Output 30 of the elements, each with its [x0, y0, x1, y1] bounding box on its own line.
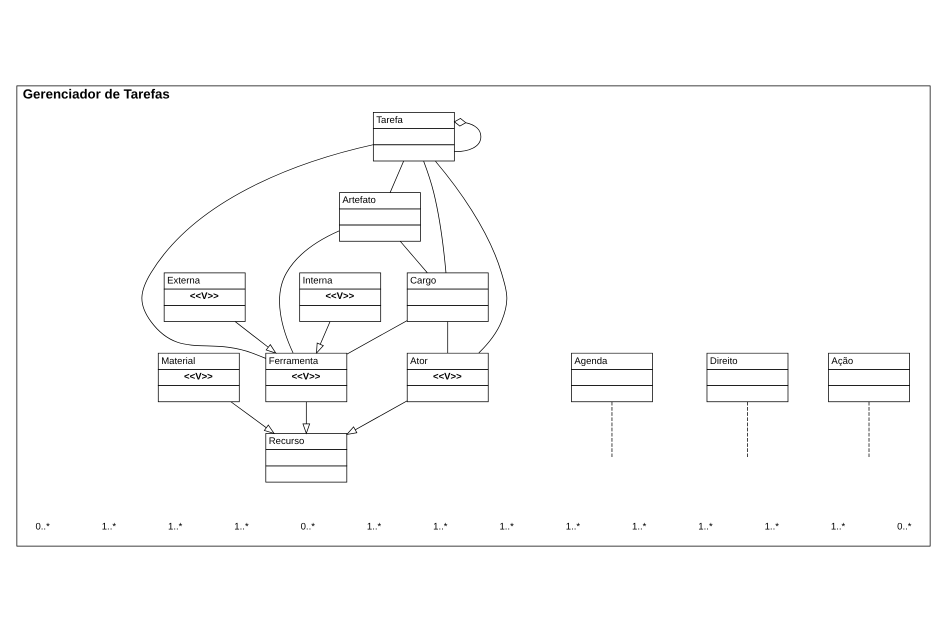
connector — [454, 118, 482, 152]
connector — [747, 402, 748, 458]
arrow — [230, 402, 275, 434]
arrow — [316, 321, 330, 354]
label: 1..* — [168, 522, 182, 533]
label: 1..* — [698, 522, 713, 533]
label: 1..* — [499, 522, 514, 533]
connector — [447, 321, 448, 354]
label: 1..* — [234, 522, 249, 533]
label: 1..* — [433, 522, 448, 533]
connector — [868, 402, 870, 458]
label: 0..* — [35, 522, 50, 533]
label: 0..* — [897, 522, 912, 533]
arrow — [346, 400, 408, 435]
arrow — [302, 402, 310, 435]
connector — [279, 230, 340, 354]
label: 1..* — [566, 522, 580, 533]
arrow — [234, 321, 277, 354]
connector — [390, 160, 404, 193]
connector — [346, 320, 408, 355]
connector — [423, 160, 446, 274]
label: 1..* — [830, 522, 846, 533]
connector — [142, 144, 374, 359]
label: 1..* — [366, 522, 382, 533]
connector — [435, 160, 508, 354]
label: 1..* — [102, 522, 116, 533]
connector — [400, 240, 428, 274]
label: 1..* — [764, 522, 779, 533]
label: 0..* — [300, 522, 315, 533]
label: 1..* — [632, 522, 646, 533]
